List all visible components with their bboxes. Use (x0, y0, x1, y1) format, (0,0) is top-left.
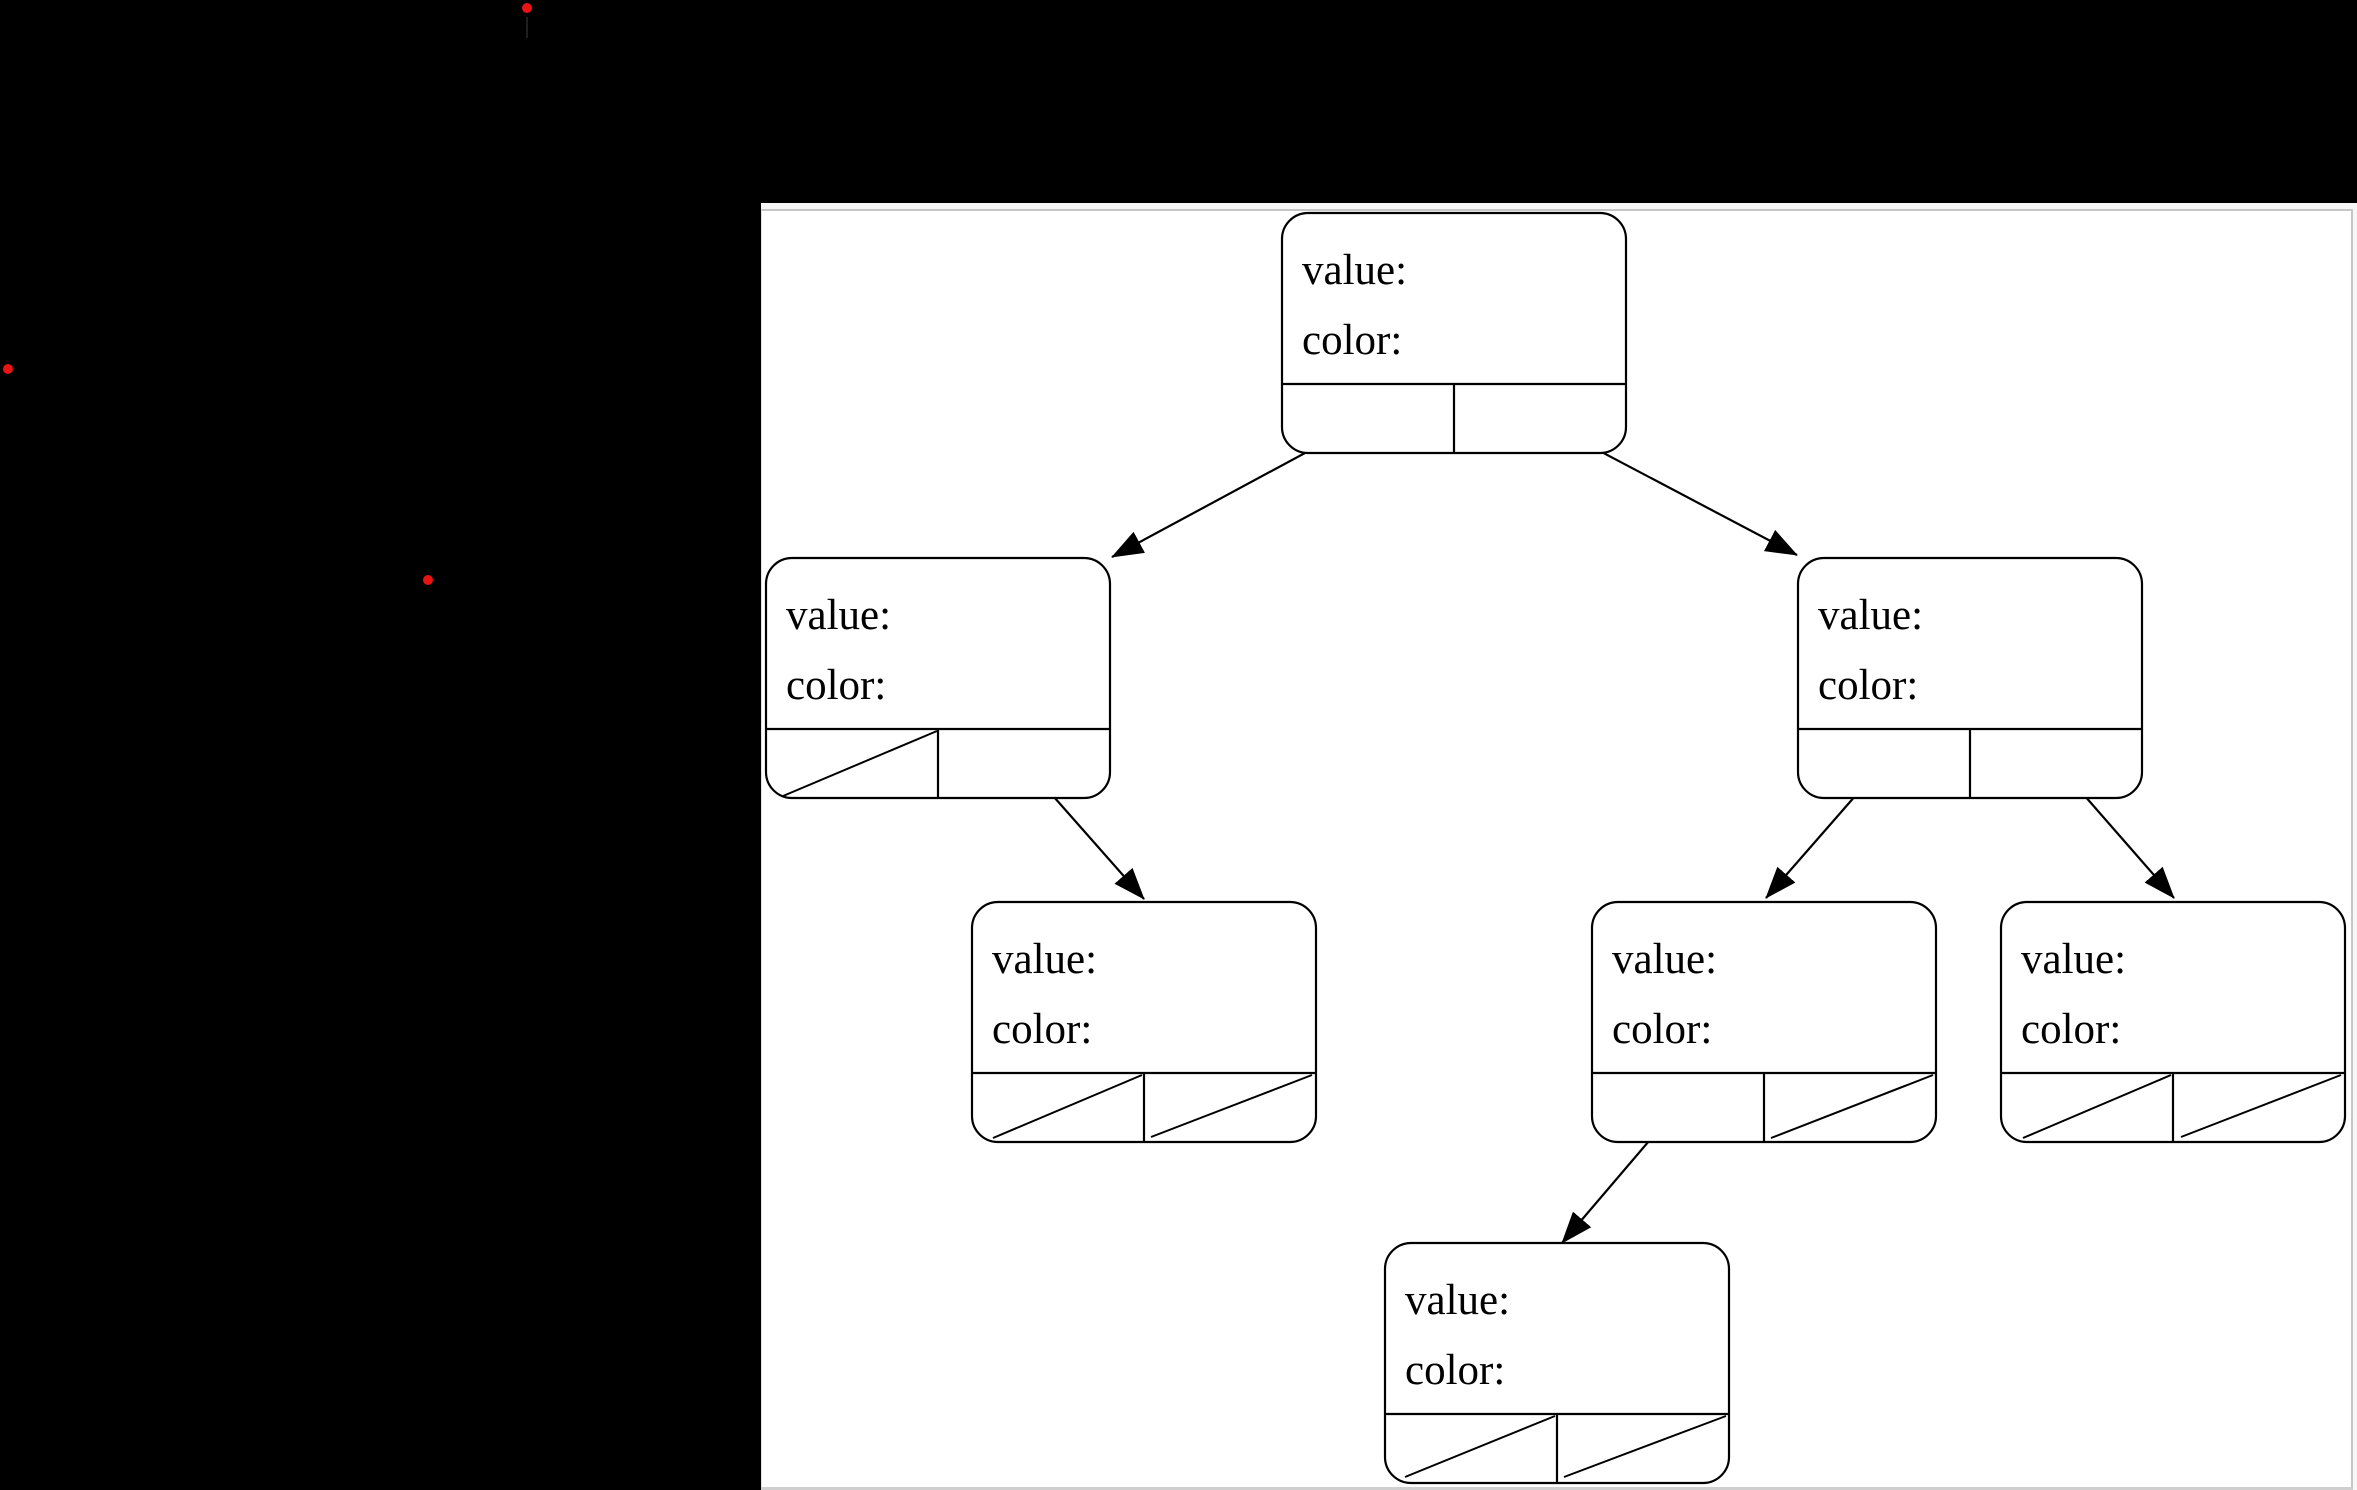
document-page-frame (761, 203, 2357, 1490)
faint-vertical-mark (526, 17, 528, 38)
document-page (761, 209, 2353, 1490)
red-dot-marker (3, 364, 13, 374)
red-dot-marker (522, 3, 532, 13)
red-dot-marker (423, 575, 433, 585)
